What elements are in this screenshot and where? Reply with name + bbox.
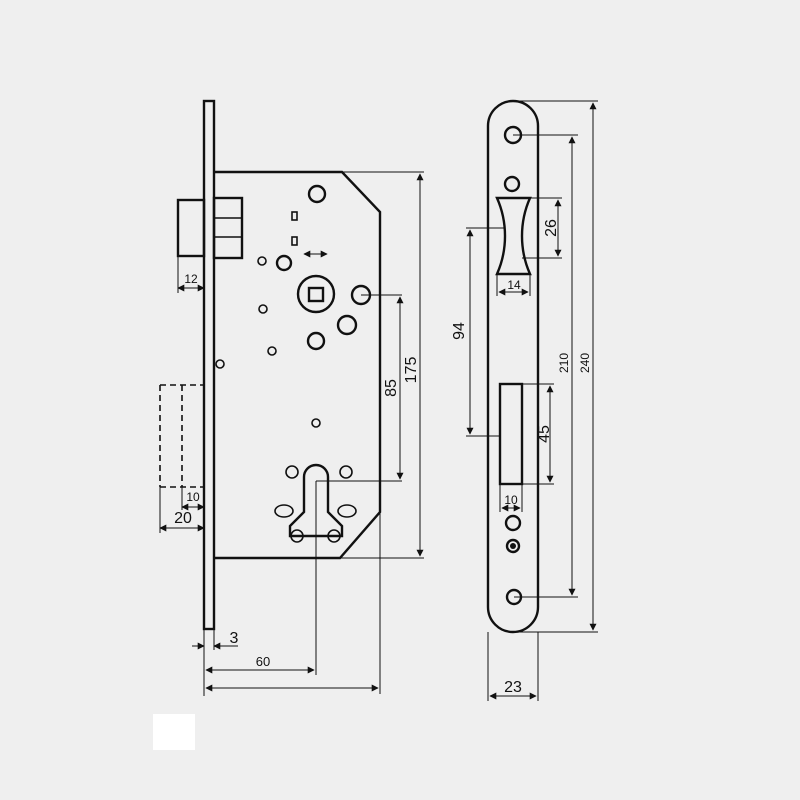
cylinder-profile (288, 463, 344, 538)
dim-label-10-latch: 10 (186, 490, 200, 504)
dim-label-60: 60 (256, 654, 270, 669)
dim-label-240: 240 (578, 353, 592, 373)
dim-label-14: 14 (507, 278, 521, 292)
strike-plate-view: 26 14 94 45 10 210 (451, 99, 598, 701)
deadbolt (176, 196, 244, 260)
dim-label-94: 94 (451, 322, 468, 340)
dim-label-12: 12 (184, 272, 198, 286)
latch-bolt-dashed (159, 384, 204, 488)
body-holes (215, 184, 372, 543)
lock-case-outline (214, 170, 382, 560)
faceplate (202, 99, 216, 631)
dim-label-175: 175 (403, 357, 420, 384)
dim-label-23: 23 (504, 679, 522, 696)
dim-label-20: 20 (174, 510, 192, 527)
white-patch (153, 714, 195, 750)
dim-label-85: 85 (383, 379, 400, 397)
lock-body-view: 12 10 20 85 175 3 (159, 99, 424, 696)
dim-label-3: 3 (230, 630, 239, 647)
dim-label-26: 26 (543, 219, 560, 237)
lock-body-dimensions: 12 10 20 85 175 3 (159, 171, 424, 696)
upper-opening (495, 196, 532, 276)
lower-opening (498, 382, 524, 486)
dim-label-10-strike: 10 (504, 493, 518, 507)
dim-label-45: 45 (536, 425, 553, 443)
dim-label-210: 210 (557, 353, 571, 373)
strike-plate-dimensions: 26 14 94 45 10 210 (451, 100, 598, 701)
